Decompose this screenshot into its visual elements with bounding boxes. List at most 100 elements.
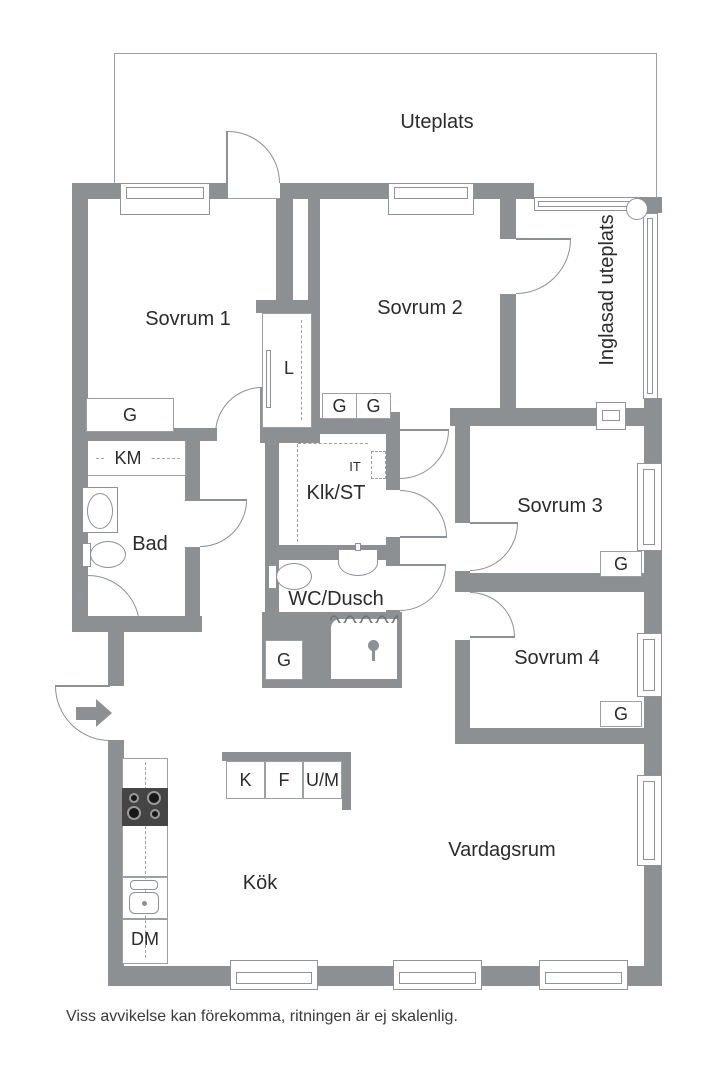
wardrobe-sovrum2: G	[356, 393, 391, 419]
wall	[185, 547, 200, 616]
wardrobe-label: G	[332, 395, 347, 416]
door-leaf	[400, 536, 447, 538]
burner	[127, 806, 141, 820]
closet-dash	[301, 320, 302, 420]
window-frame	[394, 187, 468, 199]
wall	[342, 752, 351, 810]
wall	[455, 408, 470, 523]
room-label-wc: WC/Dusch	[288, 587, 384, 610]
it-box	[371, 451, 386, 479]
door-leaf	[470, 522, 518, 524]
wall	[455, 640, 470, 744]
wardrobe-sovrum4: G	[600, 701, 642, 727]
room-label-kok: Kök	[242, 871, 278, 894]
klk-dash	[297, 444, 298, 542]
window-frame	[399, 972, 476, 984]
burner	[147, 791, 161, 805]
washer-label: KM	[106, 447, 150, 469]
window-frame	[643, 639, 655, 691]
wc-sink-tap	[355, 543, 361, 551]
wall	[500, 294, 516, 408]
wc-sink	[338, 549, 378, 576]
it-label: IT	[349, 458, 361, 474]
window-frame	[643, 781, 655, 860]
entrance-arrow-head	[96, 699, 112, 727]
patio-table	[626, 198, 648, 220]
uteplats-outline	[114, 53, 657, 199]
freezer-unit: F	[265, 761, 303, 799]
room-label-bad: Bad	[132, 532, 168, 555]
kitchen-sink	[130, 880, 158, 890]
dishwasher-label: DM	[131, 928, 159, 949]
room-label-sovrum3: Sovrum 3	[517, 494, 603, 517]
wall	[108, 740, 124, 986]
bathroom-sink-basin	[87, 493, 113, 529]
window-frame	[602, 410, 620, 421]
door-leaf	[516, 238, 571, 240]
door-leaf	[400, 429, 449, 431]
shower-floor	[330, 618, 398, 680]
glazing-frame	[538, 201, 636, 207]
closet-door	[266, 350, 271, 408]
wardrobe-sovrum3: G	[600, 551, 642, 577]
room-label-inglasad: Inglasad uteplats	[595, 214, 618, 366]
door-leaf	[400, 564, 446, 566]
door-leaf	[200, 499, 247, 501]
room-label-sovrum2: Sovrum 2	[377, 296, 463, 319]
uteplats-label: Uteplats	[400, 110, 474, 133]
burner	[150, 809, 160, 819]
wardrobe-sovrum2: G	[322, 393, 357, 419]
glazing-frame	[647, 218, 653, 394]
wall	[276, 199, 293, 311]
wardrobe-label: G	[276, 649, 291, 670]
shower-rail	[372, 650, 375, 661]
wall	[256, 300, 320, 313]
counter-divider	[122, 918, 168, 920]
wall	[500, 199, 516, 239]
window-frame	[236, 972, 312, 984]
wardrobe-label: G	[613, 553, 628, 574]
wall	[386, 560, 400, 566]
burner	[129, 793, 139, 803]
counter-divider	[122, 876, 168, 878]
counter-dash	[145, 762, 146, 958]
wardrobe-label: G	[366, 395, 381, 416]
wall	[455, 728, 645, 744]
door-leaf	[226, 131, 228, 183]
oven-micro-unit: U/M	[303, 761, 342, 799]
door-leaf	[260, 387, 262, 434]
freezer-label: F	[278, 769, 290, 790]
wardrobe-label: G	[613, 703, 628, 724]
room-label-sovrum4: Sovrum 4	[514, 646, 600, 669]
shower-curtain	[330, 615, 398, 623]
wardrobe-sovrum1: G	[86, 398, 174, 432]
door-leaf	[55, 685, 110, 687]
wall	[455, 573, 645, 592]
wardrobe-hall: G	[265, 640, 303, 680]
oven-micro-label: U/M	[306, 769, 339, 790]
room-label-sovrum1: Sovrum 1	[145, 307, 231, 330]
window-frame	[545, 972, 622, 984]
door-leaf	[470, 636, 515, 638]
wall	[108, 632, 124, 686]
wall	[222, 752, 350, 761]
wall	[283, 418, 400, 434]
disclaimer-text: Viss avvikelse kan förekomma, ritningen …	[66, 1008, 458, 1025]
toilet-bowl	[276, 563, 312, 590]
room-label-vardagsrum: Vardagsrum	[448, 838, 556, 861]
toilet-bowl	[90, 541, 126, 568]
wall	[265, 545, 400, 560]
shower-mixer	[76, 588, 84, 600]
fridge-label: K	[239, 769, 252, 790]
sink-drain	[142, 901, 147, 906]
klk-dash	[298, 443, 368, 444]
wall	[500, 408, 662, 426]
wall	[386, 412, 400, 490]
entrance-arrow	[76, 707, 96, 720]
wall	[185, 441, 200, 501]
window-frame	[643, 469, 655, 545]
washer-niche	[88, 441, 186, 476]
wardrobe-label: G	[122, 404, 137, 425]
room-label-klk: Klk/ST	[306, 481, 366, 504]
window-frame	[126, 187, 204, 199]
